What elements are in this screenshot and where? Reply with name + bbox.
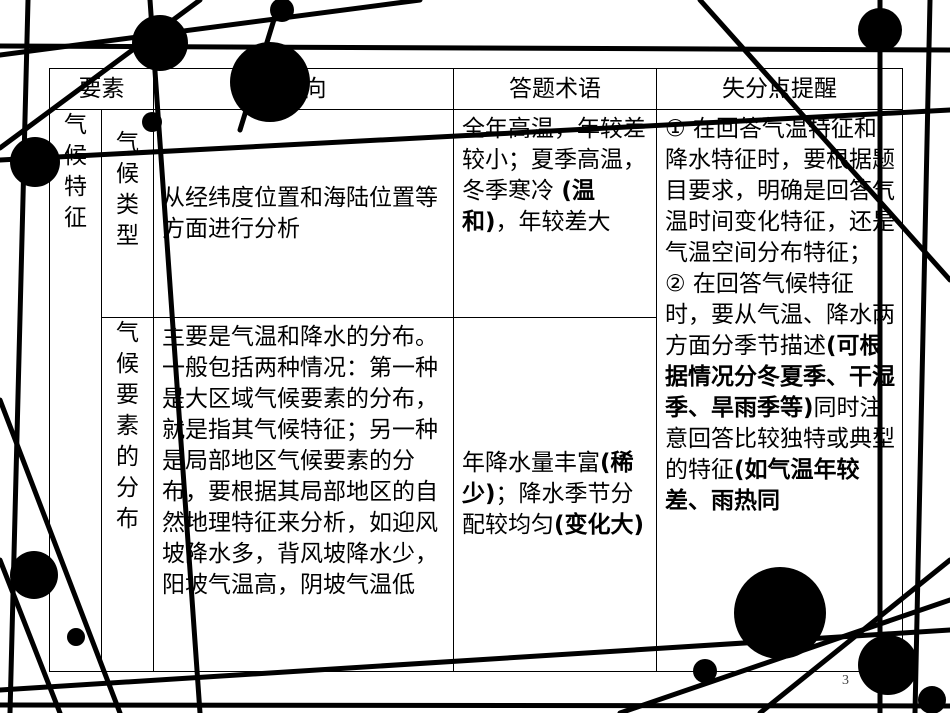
direction-cell: 从经纬度位置和海陆位置等方面进行分析	[153, 109, 454, 318]
terms-text: 全年高温，年较差较小；夏季高温，冬季寒冷 (温和)，年较差大	[462, 116, 646, 235]
terms-bold: 温和	[462, 178, 595, 235]
header-direction: 方向	[153, 68, 454, 110]
subcategory-cell: 气候要素的分布	[101, 317, 154, 672]
climate-answer-table: 要素 方向 答题术语 失分点提醒 气候特征 气候类型 从经纬度位置和海陆位置等方…	[49, 68, 903, 672]
terms-cell: 年降水量丰富(稀少)；降水季节分配较均匀(变化大)	[453, 317, 657, 672]
terms-cell: 全年高温，年较差较小；夏季高温，冬季寒冷 (温和)，年较差大	[453, 109, 657, 318]
terms-text: 年降水量丰富(稀少)；降水季节分配较均匀(变化大)	[462, 450, 645, 538]
subcategory-label: 气候要素的分布	[116, 320, 139, 532]
terms-part: 降水季节分配较均匀	[462, 481, 634, 538]
subcategory-label: 气候类型	[116, 130, 139, 249]
header-terms: 答题术语	[453, 68, 657, 110]
reminder-bold: 可根据情况分冬夏季、干湿季、旱雨季等	[665, 333, 895, 421]
direction-text: 从经纬度位置和海陆位置等方面进行分析	[162, 184, 438, 242]
table-header-row: 要素 方向 答题术语 失分点提醒	[49, 68, 903, 110]
page-number: 3	[842, 673, 849, 688]
terms-bold: 稀少	[462, 450, 634, 507]
header-reminder: 失分点提醒	[656, 68, 903, 110]
terms-part: 年降水量丰富	[462, 450, 600, 476]
direction-cell: 主要是气温和降水的分布。一般包括两种情况：第一种是大区域气候要素的分布，就是指其…	[153, 317, 454, 672]
category-cell: 气候特征	[49, 109, 102, 672]
reminder-bold-2: 如气温年较差、雨热同	[665, 457, 860, 514]
terms-part: 全年高温，年较差较小；夏季高温，冬季寒冷	[462, 116, 646, 204]
terms-part: 年较差大	[518, 209, 611, 235]
header-element: 要素	[49, 68, 154, 110]
reminder-point-1: ① 在回答气温特征和降水特征时，要根据题目要求，明确是回答气温时间变化特征，还是…	[665, 116, 895, 266]
reminder-part: 同时注意回答比较独特或典型的特征	[665, 395, 895, 483]
subcategory-cell: 气候类型	[101, 109, 154, 318]
category-label: 气候特征	[64, 112, 87, 231]
table-row: 气候要素的分布 主要是气温和降水的分布。一般包括两种情况：第一种是大区域气候要素…	[50, 317, 903, 672]
table-row: 气候特征 气候类型 从经纬度位置和海陆位置等方面进行分析 全年高温，年较差较小；…	[49, 109, 903, 672]
reminder-text: ① 在回答气温特征和降水特征时，要根据题目要求，明确是回答气温时间变化特征，还是…	[665, 116, 895, 514]
reminder-cell: ① 在回答气温特征和降水特征时，要根据题目要求，明确是回答气温时间变化特征，还是…	[656, 109, 903, 672]
direction-text: 主要是气温和降水的分布。一般包括两种情况：第一种是大区域气候要素的分布，就是指其…	[162, 324, 438, 598]
terms-bold: 变化大	[564, 512, 634, 538]
reminder-point-2: ② 在回答气候特征时，要从气温、降水两方面分季节描述	[665, 271, 895, 359]
